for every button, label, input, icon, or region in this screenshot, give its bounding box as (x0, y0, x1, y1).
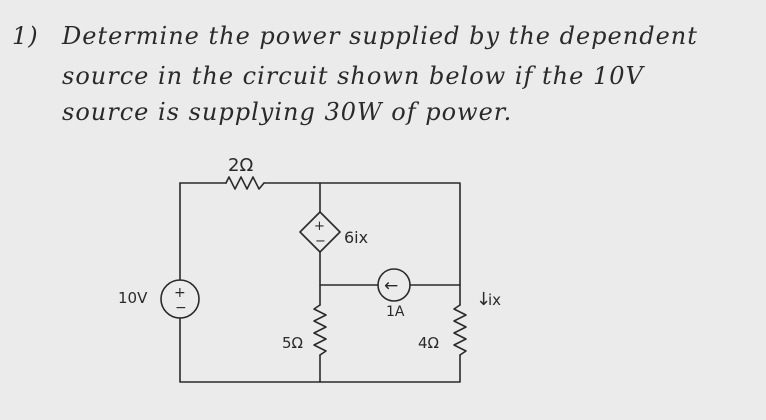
problem-line-1: Determine the power supplied by the depe… (62, 22, 698, 50)
ix-label: ix (488, 291, 501, 309)
current-source-label: 1A (386, 304, 405, 320)
voltage-source-label: 10V (118, 289, 148, 307)
dep-source-minus: − (315, 234, 326, 249)
voltage-source-minus: − (175, 300, 187, 316)
arrow-down-icon: ↓ (476, 289, 491, 310)
dependent-source-diamond (299, 211, 341, 253)
resistor-4ohm (453, 304, 467, 356)
r-top-label: 2Ω (228, 155, 253, 176)
current-source-circle (377, 268, 411, 302)
problem-number: 1) (12, 22, 39, 50)
problem-line-3: source is supplying 30W of power. (62, 98, 513, 126)
r-right-label: 4Ω (418, 334, 439, 352)
problem-statement: 1) Determine the power supplied by the d… (0, 0, 766, 150)
resistor-2ohm (225, 176, 265, 190)
voltage-source-plus: + (174, 285, 186, 301)
voltage-source-circle (160, 279, 200, 319)
resistor-5ohm (313, 304, 327, 356)
wire-top-right (263, 182, 461, 306)
problem-line-2: source in the circuit shown below if the… (62, 62, 644, 90)
r-left-label: 5Ω (282, 334, 303, 352)
arrow-left-icon: ← (384, 276, 398, 296)
dep-source-label: 6ix (344, 228, 368, 247)
dep-source-plus: + (314, 219, 325, 234)
